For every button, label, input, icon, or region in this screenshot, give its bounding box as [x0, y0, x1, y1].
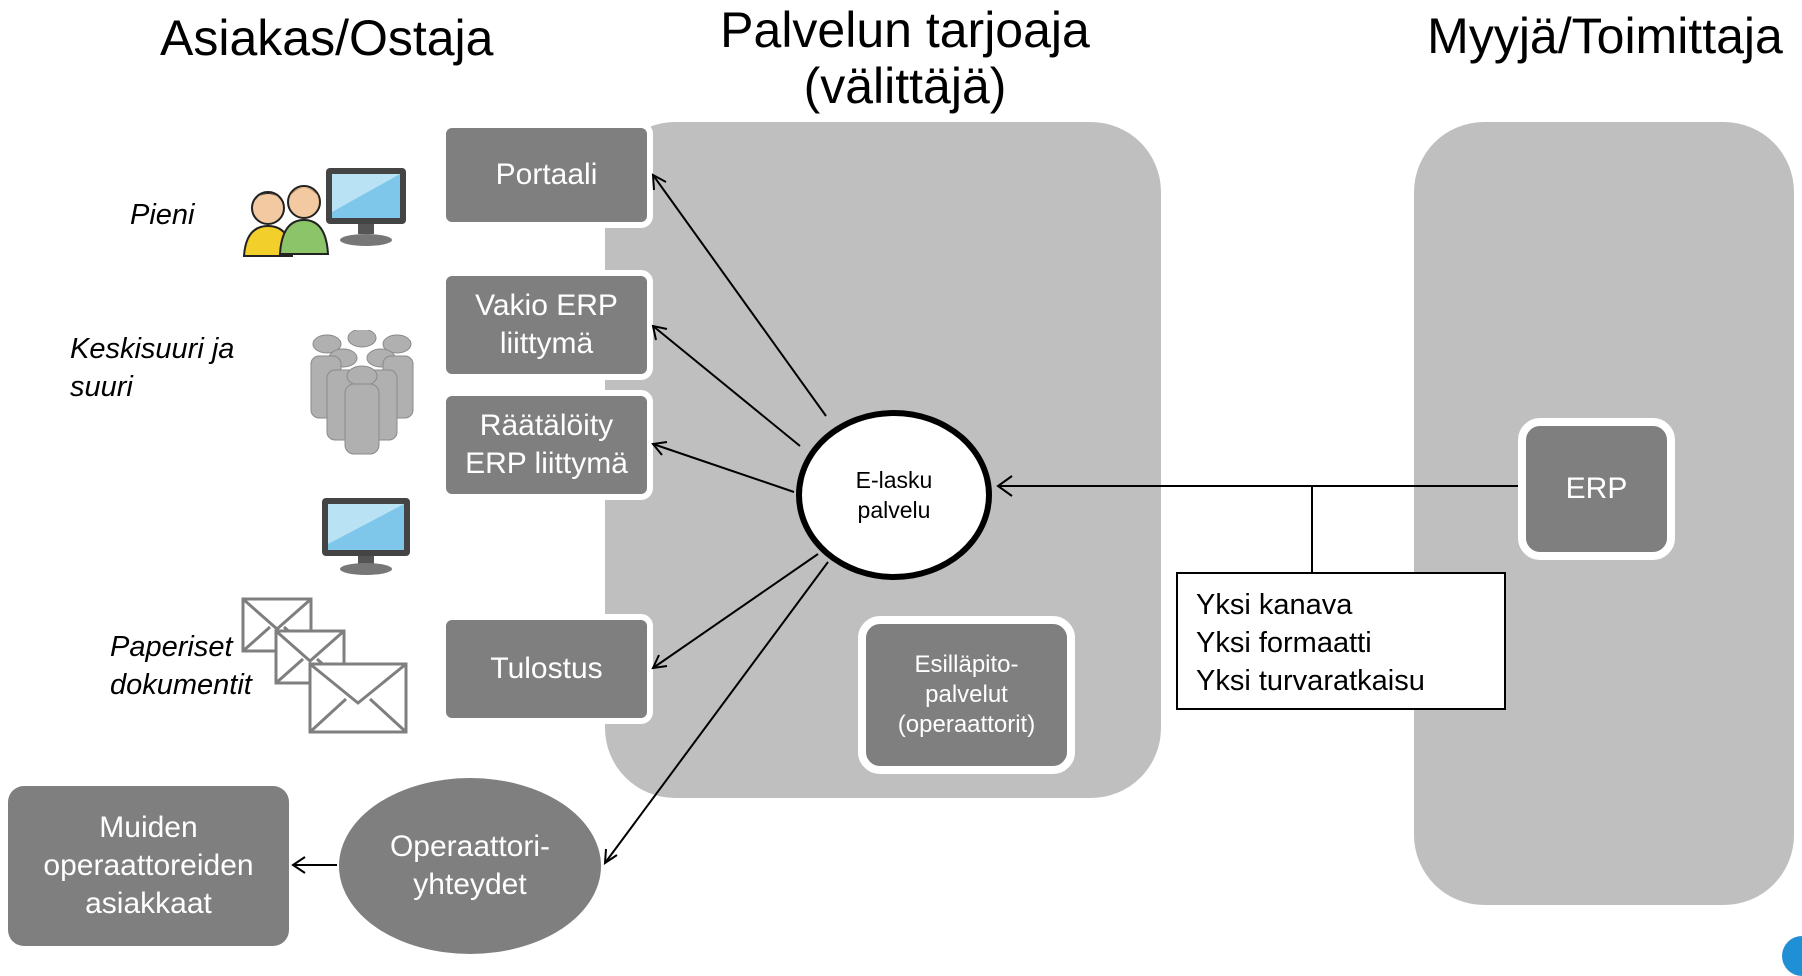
- operator-connections-node: Operaattori- yhteydet: [339, 778, 601, 954]
- group-people-icon: [310, 330, 414, 455]
- heading-seller: Myyjä/Toimittaja: [1427, 8, 1783, 64]
- segment-medium-large: Keskisuuri ja suuri: [70, 333, 235, 403]
- e-invoice-service-label: E-lasku palvelu: [855, 467, 933, 523]
- e-invoice-service-hub: E-lasku palvelu: [796, 410, 992, 580]
- custom-erp-label: Räätälöity ERP liittymä: [465, 409, 628, 480]
- heading-provider: Palvelun tarjoaja (välittäjä): [720, 2, 1090, 114]
- segment-paper: Paperiset dokumentit: [110, 631, 252, 701]
- note-line-channel: Yksi kanava: [1196, 589, 1353, 621]
- arrow-hub-to-standard-erp: [652, 325, 801, 447]
- envelopes-icon: [241, 597, 408, 734]
- other-operators-customers-box: Muiden operaattoreiden asiakkaat: [8, 786, 289, 946]
- other-operators-customers-label: Muiden operaattoreiden asiakkaat: [43, 811, 254, 920]
- portal-box: Portaali: [440, 122, 653, 228]
- arrow-hub-to-print: [652, 553, 819, 669]
- two-users-computer-icon: [242, 168, 406, 257]
- single-channel-note: Yksi kanava Yksi formaatti Yksi turvarat…: [1176, 572, 1506, 710]
- monitor-icon: [322, 498, 410, 575]
- portal-label: Portaali: [495, 158, 598, 191]
- segment-small: Pieni: [130, 199, 195, 231]
- hosting-services-box: Esilläpito- palvelut (operaattorit): [858, 616, 1075, 774]
- heading-buyer: Asiakas/Ostaja: [160, 10, 494, 66]
- arrow-hub-to-custom-erp: [652, 443, 795, 493]
- arrow-hub-to-operator: [604, 561, 829, 864]
- operator-connections-label: Operaattori- yhteydet: [389, 830, 551, 901]
- standard-erp-label: Vakio ERP liittymä: [475, 289, 618, 360]
- note-line-format: Yksi formaatti: [1196, 627, 1372, 659]
- custom-erp-box: Räätälöity ERP liittymä: [440, 390, 653, 500]
- standard-erp-box: Vakio ERP liittymä: [440, 270, 653, 380]
- arrow-hub-to-portal: [652, 174, 827, 417]
- seller-erp-box: ERP: [1518, 418, 1675, 560]
- seller-erp-label: ERP: [1565, 472, 1628, 505]
- print-label: Tulostus: [490, 652, 603, 685]
- hosting-services-label: Esilläpito- palvelut (operaattorit): [897, 651, 1036, 738]
- print-box: Tulostus: [440, 614, 653, 724]
- note-line-security: Yksi turvaratkaisu: [1196, 665, 1425, 697]
